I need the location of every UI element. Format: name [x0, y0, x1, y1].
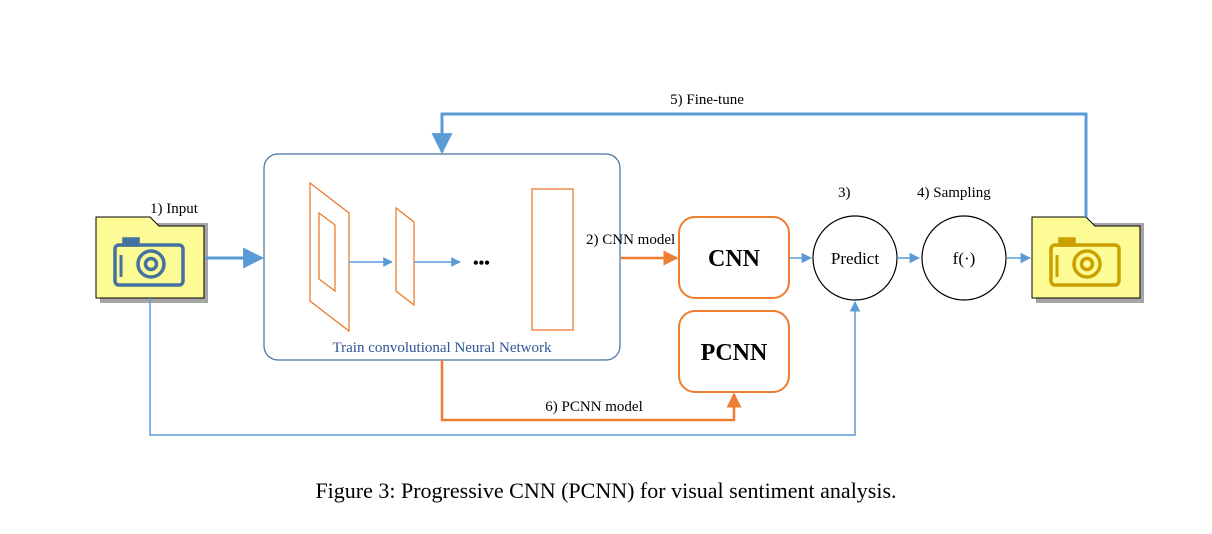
- camera-icon: [113, 237, 185, 287]
- fine-tune-label: 5) Fine-tune: [670, 92, 744, 108]
- predict-node-label: Predict: [831, 249, 879, 268]
- sampling-label: 4) Sampling: [917, 185, 991, 201]
- conv-layer-2: [395, 206, 415, 307]
- pcnn-box-label: PCNN: [701, 340, 768, 366]
- pcnn-model-arrow: [440, 360, 742, 422]
- pcnn-box: [678, 310, 790, 393]
- figure-caption: Figure 3: Progressive CNN (PCNN) for vis…: [315, 478, 897, 503]
- predict-step-label: 3): [838, 185, 851, 201]
- ellipsis-dots: •••: [473, 255, 490, 272]
- input-label: 1) Input: [150, 201, 199, 217]
- train-box-label: Train convolutional Neural Network: [333, 340, 552, 356]
- input-to-predict-arrow: [149, 298, 861, 436]
- fine-tune-arrow: [431, 112, 1088, 217]
- sampling-node-label: f(·): [953, 249, 976, 268]
- output-image-folder: [1031, 216, 1144, 303]
- input-image-folder: [95, 216, 208, 303]
- conv-layer-1: [309, 181, 350, 333]
- cnn-model-label: 2) CNN model: [586, 232, 675, 248]
- cnn-box-label: CNN: [708, 246, 761, 272]
- pcnn-model-label: 6) PCNN model: [545, 399, 643, 415]
- fc-layer: [531, 188, 574, 331]
- camera-icon: [1049, 237, 1121, 287]
